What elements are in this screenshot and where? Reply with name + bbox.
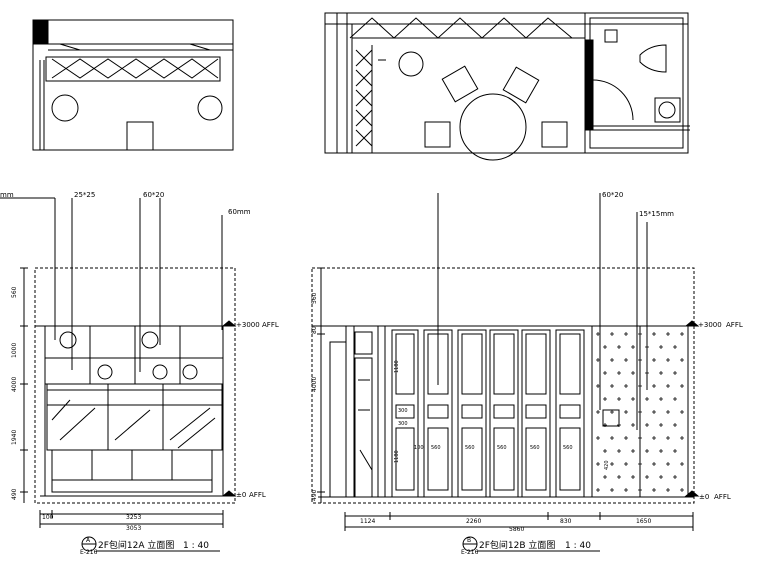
vdim-b-3: 4000 (311, 377, 318, 392)
elevation-a (0, 197, 237, 552)
plan-a-column (32, 19, 49, 45)
vdim-b-1: 560 (311, 292, 318, 304)
panel-dim-6: 560 (431, 445, 441, 451)
plan-b-bathroom (584, 12, 689, 154)
vdim-a-4: 1940 (11, 430, 18, 445)
plan-b-frame (324, 12, 689, 154)
callout-a-4: 60mm (228, 208, 251, 216)
callout-b-1: 60*20 (602, 191, 623, 199)
elevation-b (311, 193, 700, 552)
vdim-a-5: 490 (11, 488, 18, 500)
plan-b-door-swing (592, 79, 634, 121)
plan-a-stool-left (51, 94, 79, 122)
hdim-b-2: 2260 (466, 518, 481, 525)
title-a-scale: 1 : 40 (183, 541, 209, 551)
vdim-a-3: 4000 (11, 377, 18, 392)
panel-dim-10: 560 (563, 445, 573, 451)
vdim-a-2: 1000 (11, 343, 18, 358)
vdim-b-2: 80 (311, 326, 318, 334)
hdim-b-total: 5860 (509, 526, 524, 533)
title-b-tag-top: B (467, 537, 471, 544)
title-a-tag-top: A (86, 537, 91, 544)
level-a-top: +3000 (236, 321, 260, 329)
plan-view-b (324, 12, 690, 161)
panel-dim-5: 100 (414, 445, 424, 451)
callout-a-1: mm (0, 191, 14, 199)
elevation-b-door-panels (391, 329, 585, 498)
plan-a-stool-right (197, 95, 223, 121)
plan-a-bench (45, 56, 221, 82)
panel-dim-3: 300 (398, 408, 408, 414)
plan-b-sink (658, 101, 676, 119)
vdim-b-4: 490 (311, 489, 318, 501)
level-b-bottom-unit: AFFL (714, 493, 731, 501)
hdim-a-inner: 3253 (126, 514, 141, 521)
title-b-scale: 1 : 40 (565, 541, 591, 551)
panel-dim-9: 560 (530, 445, 540, 451)
callout-a-3: 60*20 (143, 191, 164, 199)
callout-a-2: 25*25 (74, 191, 95, 199)
plan-b-chair-2 (502, 66, 540, 104)
level-a-top-unit: AFFL (262, 321, 279, 329)
level-b-bottom: ±0 (699, 493, 709, 501)
plan-a-table (126, 121, 154, 151)
panel-dim-2: 1180 (394, 450, 400, 463)
panel-dim-8: 560 (497, 445, 507, 451)
plan-b-chair-3 (424, 121, 451, 148)
title-b: 2F包间12B 立面图 (479, 539, 555, 551)
title-a: 2F包间12A 立面图 (98, 539, 174, 551)
panel-dim-1: 1180 (394, 360, 400, 373)
plan-b-toilet (639, 44, 667, 73)
plan-b-chair-4 (541, 121, 568, 148)
vdim-a-1: 560 (11, 286, 18, 298)
level-b-top: +3000 (698, 321, 722, 329)
hdim-a-total: 3053 (126, 525, 141, 532)
hdim-b-1: 1124 (360, 518, 375, 525)
hdim-b-3: 830 (560, 518, 572, 525)
plan-view-a (32, 19, 234, 151)
level-a-bottom-unit: AFFL (249, 491, 266, 499)
hdim-b-4: 1650 (636, 518, 651, 525)
panel-dim-4: 300 (398, 421, 408, 427)
panel-dim-7: 560 (465, 445, 475, 451)
plan-b-round-table (459, 93, 527, 161)
hdim-a-left: 100 (42, 514, 54, 521)
plan-a-frame (32, 19, 234, 151)
title-a-tag-bottom: E-216 (80, 549, 98, 556)
panel-dim-11: 420 (604, 460, 610, 470)
plan-b-stool (398, 51, 424, 77)
level-b-top-unit: AFFL (726, 321, 743, 329)
title-b-tag-bottom: E-216 (461, 549, 479, 556)
callout-b-2: 15*15mm (639, 210, 674, 218)
plan-b-chair-1 (441, 65, 479, 103)
level-a-bottom: ±0 (236, 491, 246, 499)
